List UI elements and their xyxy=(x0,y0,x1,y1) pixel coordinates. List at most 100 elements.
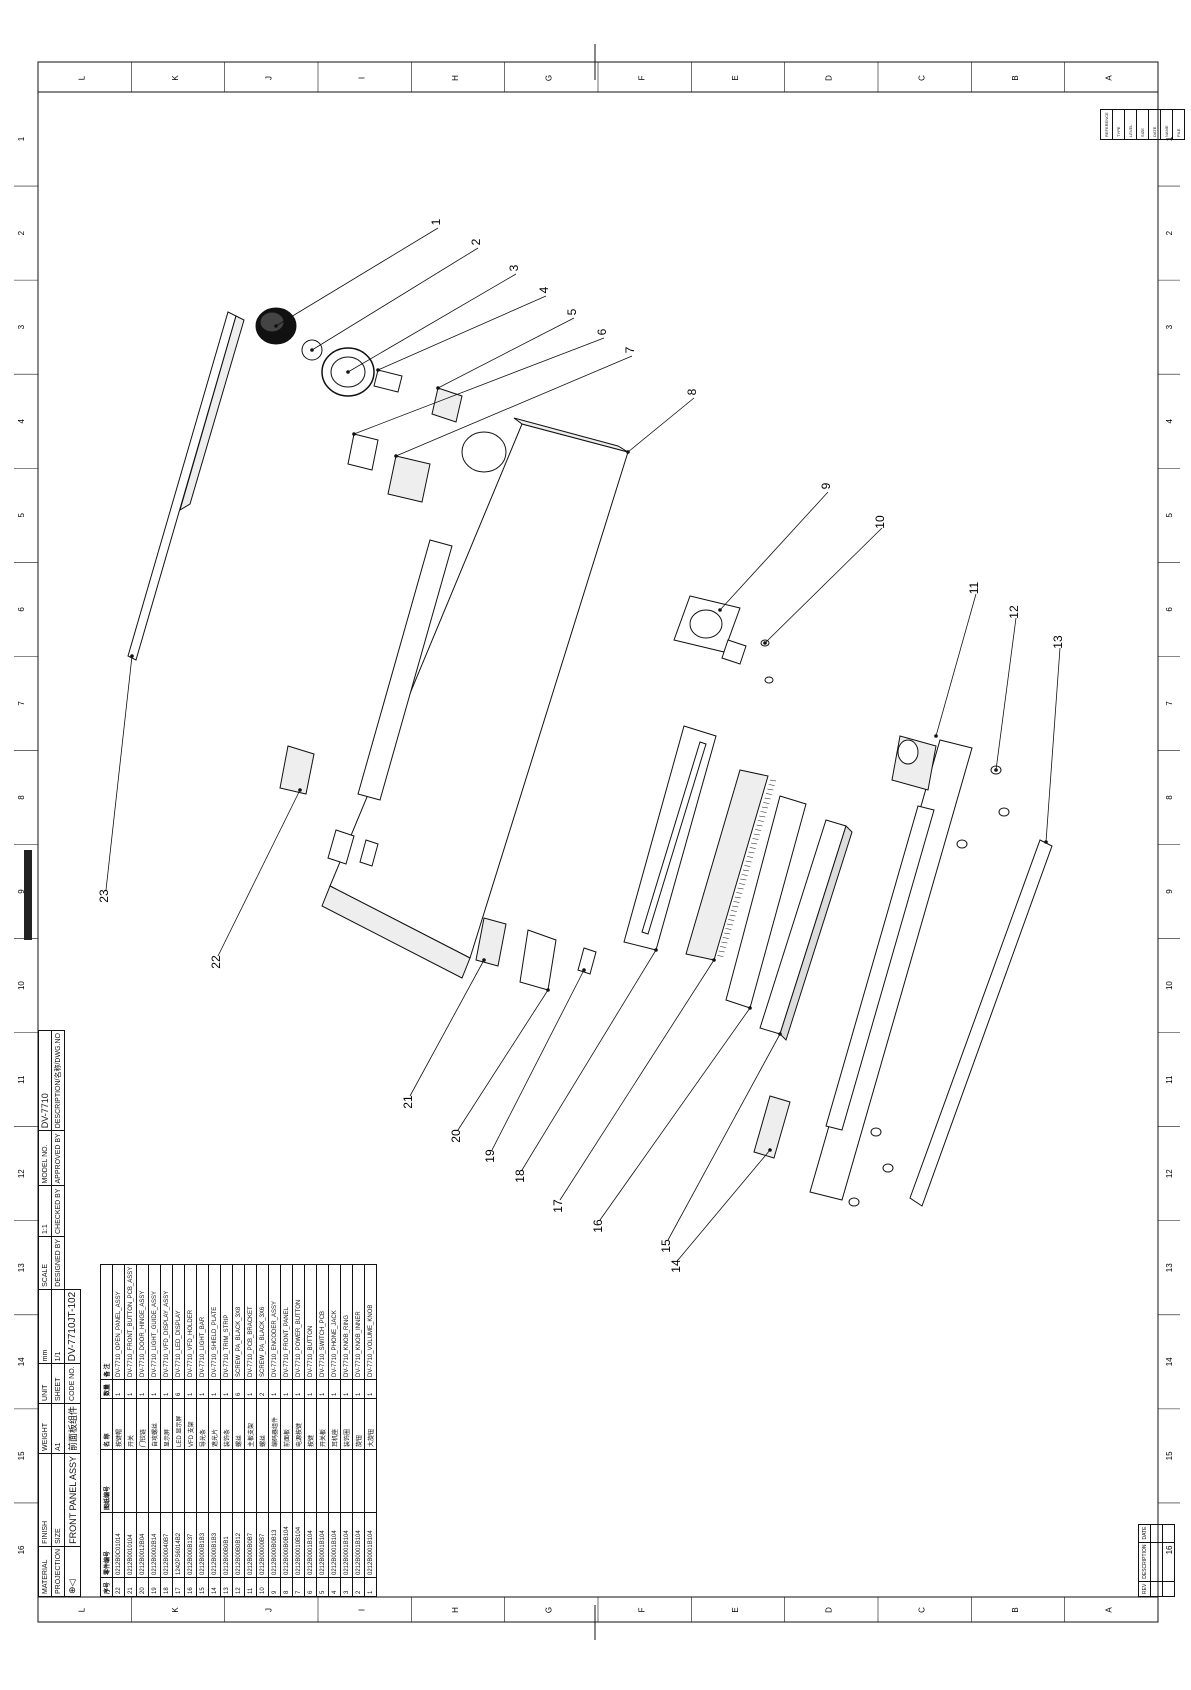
reference-row: TYPE xyxy=(1112,109,1125,140)
leader-line xyxy=(311,247,479,351)
bom-cell-remark: DV-7710_OPEN_PANEL_ASSY xyxy=(112,1264,125,1380)
led-display-17-pin xyxy=(724,932,731,935)
leader-dot xyxy=(712,958,716,962)
bom-cell-name: 旋钮 xyxy=(352,1398,365,1450)
bom-cell-no: 18 xyxy=(160,1577,173,1597)
reference-row: DATE xyxy=(1148,109,1161,140)
led-display-17-pin xyxy=(752,838,759,840)
bom-cell-name: 螺丝 xyxy=(232,1398,245,1450)
bom-cell-name: 耳机座 xyxy=(328,1398,341,1450)
bom-cell-dwg xyxy=(280,1449,293,1513)
led-display-17-pin xyxy=(747,856,754,858)
bom-cell-dwg xyxy=(148,1449,161,1513)
bom-cell-dwg xyxy=(292,1449,305,1513)
front-panel-8-display-window xyxy=(357,539,453,801)
bom-cell-qty: 1 xyxy=(148,1379,161,1399)
button-pcb-21 xyxy=(475,917,507,967)
projection-symbol-icon: ⊕◁ xyxy=(64,1546,81,1597)
bom-cell-no: 16 xyxy=(184,1577,197,1597)
front-panel-8-knob-hole xyxy=(461,431,507,473)
bom-cell-qty: 1 xyxy=(196,1379,209,1399)
bom-header-cell: 数量 xyxy=(100,1379,113,1399)
bom-header-cell: 图纸编号 xyxy=(100,1449,113,1513)
grid-row-label: 12 xyxy=(1165,1169,1174,1178)
model-no-value: DV-7710 xyxy=(38,1030,52,1131)
grid-column-label: F xyxy=(638,1607,647,1612)
callout-6: 6 xyxy=(595,328,609,335)
led-display-17-pin xyxy=(748,851,755,854)
leader-dot xyxy=(394,454,398,458)
leader-line xyxy=(599,1007,751,1221)
bom-cell-code: 0212B00000B7 xyxy=(256,1512,269,1578)
bom-cell-dwg xyxy=(184,1449,197,1513)
grid-column-label: D xyxy=(824,1607,833,1613)
bom-header-cell: 备 注 xyxy=(100,1264,113,1380)
reference-header-row: REFERENCE xyxy=(1100,109,1113,140)
bom-cell-no: 10 xyxy=(256,1577,269,1597)
revision-cell xyxy=(1150,1542,1163,1582)
led-display-17-pin xyxy=(734,896,741,899)
led-display-17-pin xyxy=(740,878,747,881)
scale-value: 1:1 xyxy=(38,1185,52,1237)
leader-dot xyxy=(582,968,586,972)
leader-dot xyxy=(626,450,630,454)
led-display-17-pin xyxy=(729,914,736,917)
grid-row-label: 10 xyxy=(1165,981,1174,990)
code-no-label: CODE NO. xyxy=(64,1363,81,1404)
bom-cell-remark: DV-7710_BUTTON xyxy=(304,1264,317,1380)
leader-line xyxy=(667,1033,781,1241)
bom-header-cell: 序号 xyxy=(100,1577,113,1597)
grid-column-label: A xyxy=(1104,1607,1113,1613)
bom-cell-name: 按键帽 xyxy=(112,1398,125,1450)
bom-cell-qty: 6 xyxy=(232,1379,245,1399)
bom-cell-remark: DV-7710_PCB_BRACKET xyxy=(244,1264,257,1380)
callout-14: 14 xyxy=(669,1259,683,1273)
bom-cell-code: 1242PS6014B2 xyxy=(172,1512,185,1578)
code-no-value: DV-7710JT-102 xyxy=(64,1289,81,1364)
leader-line xyxy=(457,989,549,1131)
bom-cell-code: 0212B00B0B12 xyxy=(232,1512,245,1578)
front-panel-8-slot2 xyxy=(359,839,379,867)
grid-column-label: C xyxy=(918,1607,927,1613)
leader-dot xyxy=(346,370,350,374)
bom-cell-name: 门铰链 xyxy=(136,1398,149,1450)
grid-row-label: 14 xyxy=(17,1357,26,1366)
led-display-17-pin xyxy=(726,923,733,926)
grid-row-label: 15 xyxy=(17,1451,26,1460)
leader-dot xyxy=(994,768,998,772)
scale-label: SCALE xyxy=(38,1236,52,1290)
callout-2: 2 xyxy=(469,238,483,245)
callout-1: 1 xyxy=(429,218,443,225)
bom-cell-qty: 1 xyxy=(208,1379,221,1399)
bom-cell-dwg xyxy=(340,1449,353,1513)
bom-cell-dwg xyxy=(268,1449,281,1513)
bom-cell-name: 装饰条 xyxy=(220,1398,233,1450)
bom-cell-remark: DV-7710_VFD_HOLDER xyxy=(184,1264,197,1380)
parts-group xyxy=(127,307,1053,1207)
bom-cell-code: 0212B0001B104 xyxy=(316,1512,329,1578)
led-display-17-pin xyxy=(718,950,725,953)
grid-column-label: D xyxy=(824,75,833,81)
bom-cell-remark: DV-7710_LED_DISPLAY xyxy=(172,1264,185,1380)
bom-cell-qty: 1 xyxy=(340,1379,353,1399)
bom-cell-no: 5 xyxy=(316,1577,329,1597)
screw-12 xyxy=(882,1163,894,1173)
leader-line xyxy=(677,1149,771,1261)
screw-10b xyxy=(764,676,774,684)
revision-cell xyxy=(1162,1581,1175,1597)
bom-cell-no: 20 xyxy=(136,1577,149,1597)
bom-cell-dwg xyxy=(232,1449,245,1513)
front-panel-8-top xyxy=(513,417,629,453)
bom-cell-name: 开关板 xyxy=(316,1398,329,1450)
led-display-17-pin xyxy=(757,820,764,822)
